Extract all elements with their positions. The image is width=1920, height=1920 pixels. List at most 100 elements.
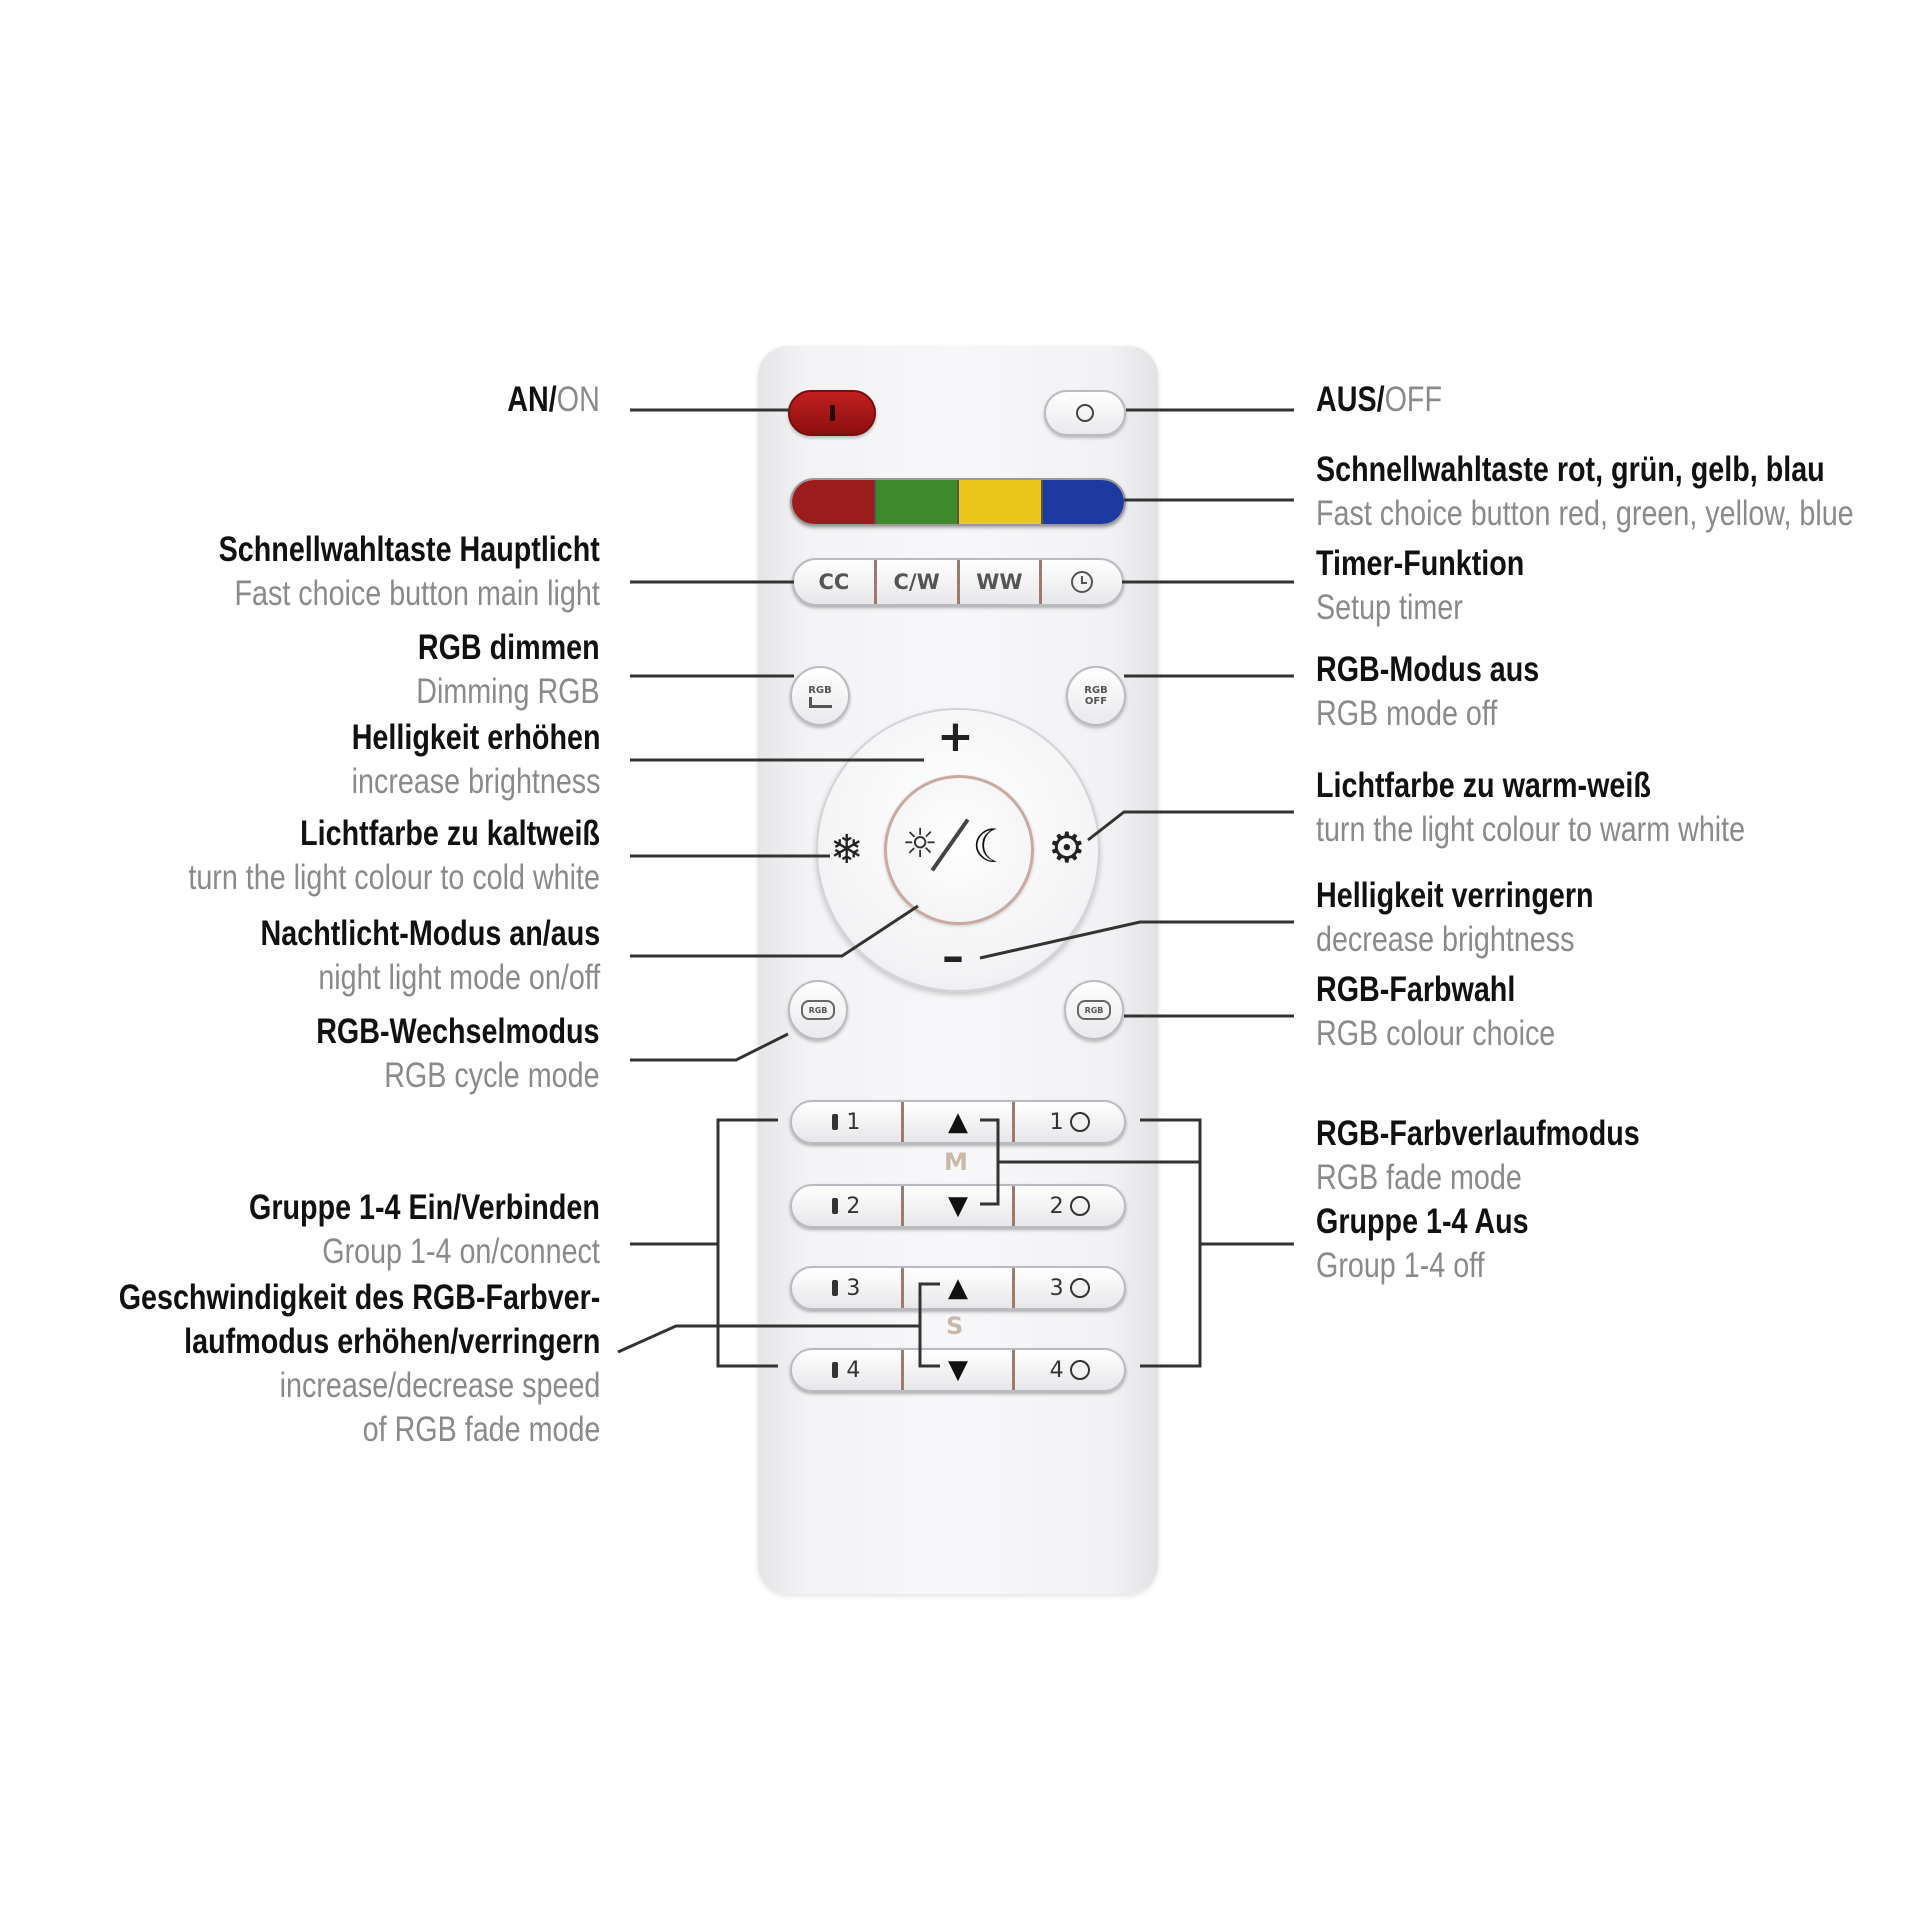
quick-color-bar (790, 478, 1126, 526)
rgb-choice-label: RGB (1084, 1005, 1104, 1015)
label-bright-down: Helligkeit verringern decrease brightnes… (1316, 874, 1654, 962)
rgb-off-label-top: RGB (1084, 685, 1108, 696)
fade-mode-letter: M (944, 1148, 968, 1176)
fade-mode-marker: M (944, 1148, 968, 1176)
label-rgb-off-en: RGB mode off (1316, 694, 1498, 733)
rgb-choice-icon: RGB (1077, 1000, 1111, 1020)
group-on-number: 2 (846, 1193, 861, 1219)
plus-label: + (937, 711, 974, 762)
label-rgb-dim-de: RGB dimmen (418, 628, 600, 667)
label-night: Nachtlicht-Modus an/aus night light mode… (186, 912, 600, 1000)
label-off: AUS/OFF (1316, 380, 1442, 419)
label-bright-up: Helligkeit erhöhen increase brightness (297, 716, 600, 804)
label-fast-color-de: Schnellwahltaste rot, grün, gelb, blau (1316, 450, 1825, 489)
cc-button[interactable]: CC (794, 560, 874, 604)
label-fast-color: Schnellwahltaste rot, grün, gelb, blau F… (1316, 448, 1920, 536)
power-off-button[interactable] (1044, 390, 1126, 436)
quick-green-button[interactable] (873, 480, 957, 524)
label-on: AN/ON (507, 380, 600, 419)
rgb-choice-button[interactable]: RGB (1064, 980, 1124, 1040)
group-off-number: 3 (1049, 1275, 1064, 1301)
group-off-button-2[interactable]: 2 (1015, 1186, 1124, 1226)
label-rgb-dim-en: Dimming RGB (416, 672, 600, 711)
label-rgb-cycle-en: RGB cycle mode (384, 1056, 600, 1095)
brightness-down-button[interactable]: – (942, 932, 964, 982)
ww-button[interactable]: WW (956, 560, 1040, 604)
quick-blue-button[interactable] (1040, 480, 1124, 524)
group-off-icon (1069, 1278, 1090, 1298)
fade-mode-down-button[interactable]: ▼ (900, 1186, 1016, 1226)
label-rgb-fade: RGB-Farbverlaufmodus RGB fade mode (1316, 1112, 1711, 1200)
label-cold-en: turn the light colour to cold white (188, 858, 600, 897)
group-row-1: 1 ▲ 1 (790, 1100, 1126, 1144)
group-off-button-3[interactable]: 3 (1015, 1268, 1124, 1308)
label-fast-color-en: Fast choice button red, green, yellow, b… (1316, 494, 1854, 533)
label-group-on-en: Group 1-4 on/connect (322, 1232, 600, 1271)
triangle-down-icon: ▼ (948, 1191, 968, 1221)
timer-button[interactable] (1039, 560, 1122, 604)
warm-white-button[interactable]: ⚙ (1048, 826, 1086, 870)
label-speed: Geschwindigkeit des RGB-Farbver- laufmod… (13, 1276, 600, 1452)
group-off-button-1[interactable]: 1 (1015, 1102, 1124, 1142)
main-light-row: CC C/W WW (792, 558, 1124, 606)
label-off-en: OFF (1384, 380, 1442, 419)
label-rgb-cycle: RGB-Wechselmodus RGB cycle mode (254, 1010, 600, 1098)
group-on-icon (832, 1362, 839, 1378)
label-fast-main: Schnellwahltaste Hauptlicht Fast choice … (135, 528, 600, 616)
speed-down-button[interactable]: ▼ (900, 1350, 1016, 1390)
timer-icon (1071, 571, 1094, 593)
group-on-button-2[interactable]: 2 (792, 1186, 901, 1226)
label-rgb-dim: RGB dimmen Dimming RGB (376, 626, 600, 714)
triangle-down-icon: ▼ (948, 1355, 968, 1385)
group-off-icon (1069, 1112, 1090, 1132)
label-warm-de: Lichtfarbe zu warm-weiß (1316, 766, 1651, 805)
group-on-button-3[interactable]: 3 (792, 1268, 901, 1308)
rgb-cycle-button[interactable]: RGB (788, 980, 848, 1040)
speed-up-button[interactable]: ▲ (900, 1268, 1016, 1308)
label-bright-down-en: decrease brightness (1316, 920, 1575, 959)
brightness-up-button[interactable]: + (937, 712, 974, 762)
label-speed-en-2: of RGB fade mode (362, 1410, 600, 1449)
label-group-off-en: Group 1-4 off (1316, 1246, 1485, 1285)
triangle-up-icon: ▲ (948, 1273, 968, 1303)
label-night-en: night light mode on/off (318, 958, 600, 997)
rgb-off-label-bottom: OFF (1084, 696, 1108, 707)
group-row-2: 2 ▼ 2 (790, 1184, 1126, 1228)
group-off-number: 1 (1049, 1109, 1064, 1135)
label-group-on-de: Gruppe 1-4 Ein/Verbinden (249, 1188, 600, 1227)
quick-yellow-button[interactable] (957, 480, 1041, 524)
rgb-dim-label: RGB (808, 684, 832, 696)
cw-button[interactable]: C/W (873, 560, 957, 604)
ww-button-label: WW (976, 570, 1023, 594)
group-off-number: 2 (1049, 1193, 1064, 1219)
group-on-button-4[interactable]: 4 (792, 1350, 901, 1390)
power-off-icon (1076, 404, 1094, 422)
group-on-icon (832, 1114, 839, 1130)
snowflake-icon: ❄ (830, 827, 864, 873)
group-on-button-1[interactable]: 1 (792, 1102, 901, 1142)
group-off-icon (1069, 1196, 1090, 1216)
group-off-button-4[interactable]: 4 (1015, 1350, 1124, 1390)
label-warm-en: turn the light colour to warm white (1316, 810, 1746, 849)
night-light-button[interactable] (884, 775, 1034, 925)
cold-white-button[interactable]: ❄ (830, 828, 864, 872)
label-rgb-choice: RGB-Farbwahl RGB colour choice (1316, 968, 1608, 1056)
label-bright-up-en: increase brightness (351, 762, 600, 801)
dim-ramp-icon (808, 696, 832, 708)
cc-button-label: CC (818, 570, 850, 594)
speed-letter: S (946, 1312, 964, 1340)
label-rgb-cycle-de: RGB-Wechselmodus (316, 1012, 600, 1051)
rgb-dim-button[interactable]: RGB (790, 666, 850, 726)
rgb-off-button[interactable]: RGB OFF (1066, 666, 1126, 726)
fade-mode-up-button[interactable]: ▲ (900, 1102, 1016, 1142)
speed-marker: S (946, 1312, 963, 1340)
label-group-off-de: Gruppe 1-4 Aus (1316, 1202, 1529, 1241)
quick-red-button[interactable] (792, 480, 874, 524)
label-rgb-choice-de: RGB-Farbwahl (1316, 970, 1516, 1009)
label-rgb-choice-en: RGB colour choice (1316, 1014, 1556, 1053)
label-group-off: Gruppe 1-4 Aus Group 1-4 off (1316, 1200, 1575, 1288)
cw-button-label: C/W (893, 570, 940, 594)
power-on-button[interactable] (788, 390, 876, 436)
group-on-number: 1 (846, 1109, 861, 1135)
